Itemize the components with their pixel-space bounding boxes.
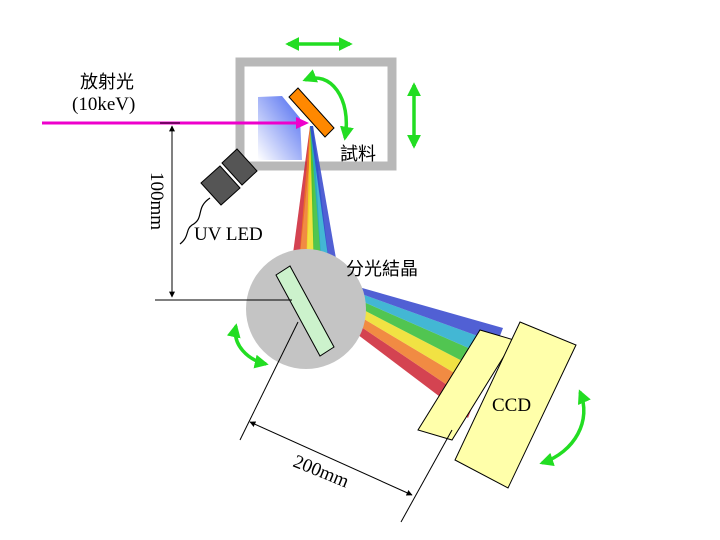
- spectrum-beams: [290, 126, 503, 418]
- incident-spectrum-band: [310, 126, 338, 271]
- crystal-label: 分光結晶: [346, 259, 418, 280]
- analyzer-crystal: [275, 265, 335, 357]
- dim-200mm-extension-b: [400, 429, 453, 523]
- energy-label: (10keV): [72, 94, 135, 115]
- ccd-detector: [454, 321, 577, 489]
- dim-200mm-line: [249, 421, 413, 496]
- uv-led-head: [221, 148, 258, 186]
- uv-led: [179, 148, 258, 245]
- incident-spectrum-band: [310, 126, 322, 273]
- uv-led-body: [200, 165, 241, 206]
- uv-led-label: UV LED: [194, 224, 263, 245]
- ccd-rotation-arrow: [539, 389, 591, 467]
- diffracted-spectrum-band: [321, 278, 503, 343]
- beam-arrowhead: [296, 117, 309, 129]
- dim-200mm-extension-a: [239, 321, 299, 441]
- uv-led-cable: [179, 197, 211, 245]
- radiation-label: 放射光: [80, 72, 134, 93]
- motion-arrows: [226, 37, 591, 467]
- fluorescence-glow: [258, 96, 302, 160]
- dim-200mm-label: 200mm: [290, 451, 352, 492]
- incident-spectrum-band: [310, 126, 330, 272]
- ccd-detector-back: [417, 329, 515, 441]
- sample-rotation-arrow: [302, 69, 354, 141]
- ccd-label: CCD: [492, 395, 531, 416]
- dim-100mm-label: 100mm: [146, 172, 167, 230]
- crystal-rotation-arrow: [226, 323, 269, 369]
- sample-label: 試料: [340, 144, 376, 165]
